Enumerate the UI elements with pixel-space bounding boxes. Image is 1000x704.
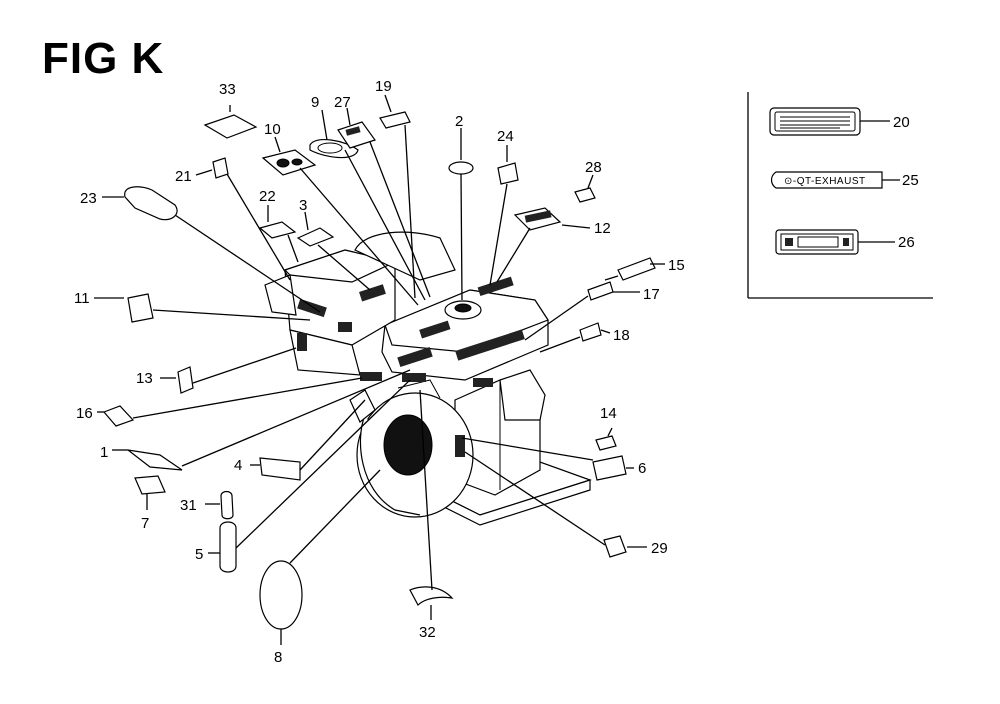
inset-panel: ⊙-QT-EXHAUST <box>747 92 933 299</box>
loose-decals <box>102 111 656 630</box>
tag-25-text: ⊙-QT-EXHAUST <box>784 176 866 187</box>
callout-3: 3 <box>299 197 307 214</box>
engine-body <box>264 231 592 526</box>
callout-5: 5 <box>195 546 203 563</box>
leader-lines <box>94 94 665 645</box>
callout-12: 12 <box>594 220 611 237</box>
callout-1: 1 <box>100 444 108 461</box>
callout-31: 31 <box>180 497 197 514</box>
callout-6: 6 <box>638 460 646 477</box>
callout-21: 21 <box>175 168 192 185</box>
callout-14: 14 <box>600 405 617 422</box>
callout-26: 26 <box>898 234 915 251</box>
callout-10: 10 <box>264 121 281 138</box>
callout-32: 32 <box>419 624 436 641</box>
callout-8: 8 <box>274 649 282 666</box>
callout-11: 11 <box>74 290 90 307</box>
callout-9: 9 <box>311 94 319 111</box>
callout-19: 19 <box>375 78 392 95</box>
callout-labels: 33 9 27 19 10 2 24 21 28 23 22 3 12 15 1… <box>74 78 919 666</box>
callout-15: 15 <box>668 257 685 274</box>
callout-16: 16 <box>76 405 93 422</box>
callout-25: 25 <box>902 172 919 189</box>
callout-13: 13 <box>136 370 153 387</box>
callout-27: 27 <box>334 94 351 111</box>
callout-28: 28 <box>585 159 602 176</box>
callout-2: 2 <box>455 113 463 130</box>
callout-4: 4 <box>234 457 242 474</box>
page-title: FIG K <box>42 34 165 83</box>
callout-20: 20 <box>893 114 910 131</box>
callout-7: 7 <box>141 515 149 532</box>
callout-29: 29 <box>651 540 668 557</box>
callout-22: 22 <box>259 188 276 205</box>
callout-24: 24 <box>497 128 514 145</box>
callout-23: 23 <box>80 190 97 207</box>
callout-33: 33 <box>219 81 236 98</box>
callout-18: 18 <box>613 327 630 344</box>
callout-17: 17 <box>643 286 660 303</box>
